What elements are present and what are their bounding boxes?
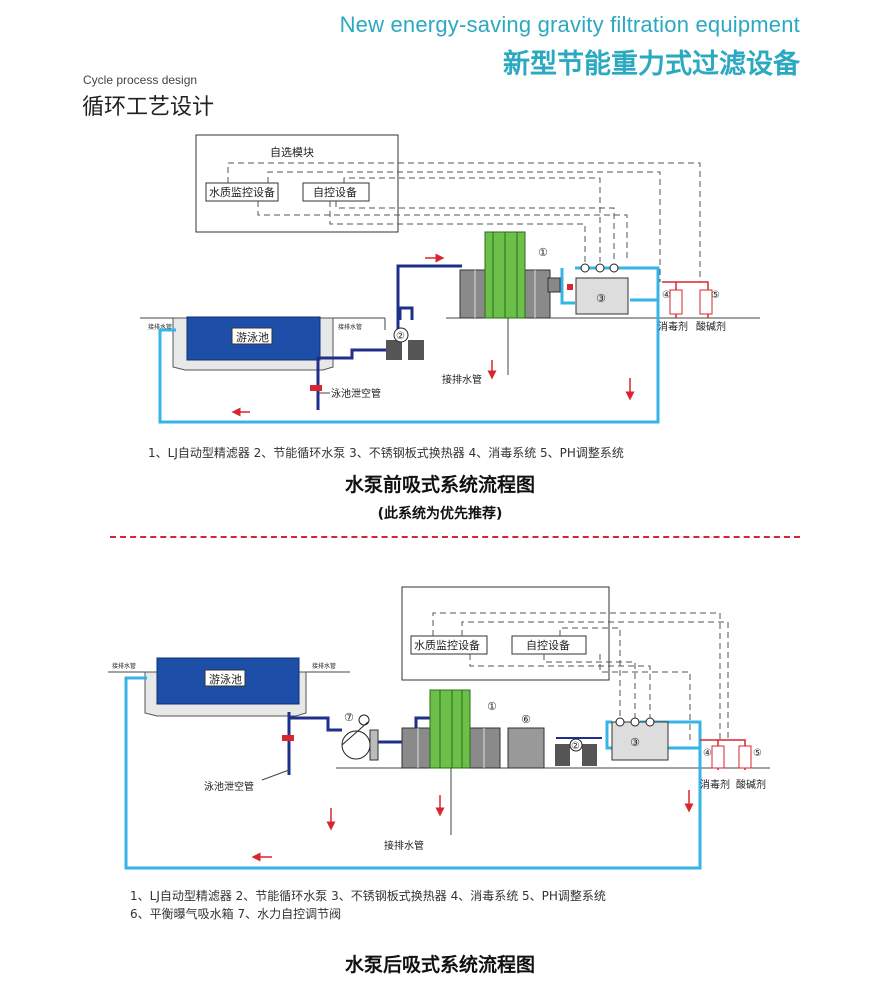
suction-pipe-2 — [287, 712, 342, 732]
balance-tank-6 — [507, 727, 545, 769]
diagram-1-title: 水泵前吸式系统流程图 — [344, 474, 535, 496]
section-separator — [110, 536, 800, 538]
pump-2-b — [555, 737, 602, 766]
svg-text:⑦: ⑦ — [344, 711, 354, 724]
filter-1 — [459, 231, 561, 319]
diagram-2-legend-line1: 1、LJ自动型精滤器 2、节能循环水泵 3、不锈钢板式换热器 4、消毒系统 5、… — [130, 889, 606, 903]
disinfectant-label: 消毒剂 — [658, 320, 688, 333]
svg-text:②: ② — [396, 331, 405, 342]
water-quality-label: 水质监控设备 — [209, 185, 275, 199]
svg-text:③: ③ — [596, 292, 606, 305]
acid-alkali-label-2: 酸碱剂 — [736, 778, 766, 791]
heat-exchanger-3-b — [611, 721, 669, 761]
dosing-systems-2 — [700, 739, 752, 770]
filter-1-b — [401, 689, 501, 769]
diagram-1-subtitle: (此系统为优先推荐) — [377, 506, 503, 522]
auto-control-label-2: 自控设备 — [526, 638, 570, 652]
dosing-systems — [662, 281, 713, 318]
auto-control-label: 自控设备 — [313, 185, 357, 199]
svg-text:⑤: ⑤ — [753, 748, 762, 759]
suction-pipe — [316, 348, 383, 368]
diagram-1-front-suction: 自选模块 水质监控设备 自控设备 游泳池 接排水管 接排水管 ② — [140, 134, 760, 424]
empty-pipe-label-2: 泳池泄空管 — [204, 780, 254, 793]
signal-lines — [227, 162, 701, 282]
control-module-box-2 — [401, 586, 610, 681]
drain-right-label: 接排水管 — [338, 323, 362, 331]
drain-right-label-2: 接排水管 — [312, 662, 336, 670]
pool-label-2: 游泳池 — [209, 672, 242, 686]
header-title-cn: 新型节能重力式过滤设备 — [503, 49, 800, 80]
svg-text:①: ① — [538, 246, 548, 259]
drain-left-label: 接排水管 — [148, 323, 172, 331]
svg-text:⑤: ⑤ — [711, 290, 720, 301]
pump-2 — [386, 327, 424, 360]
drain-pipe-label: 接排水管 — [442, 373, 482, 386]
svg-text:⑥: ⑥ — [521, 713, 531, 726]
drain-left-label-2: 接排水管 — [112, 662, 136, 670]
svg-text:③: ③ — [630, 736, 640, 749]
section-title-en: Cycle process design — [83, 73, 198, 87]
water-quality-box — [205, 182, 279, 202]
svg-text:④: ④ — [703, 748, 712, 759]
svg-text:④: ④ — [662, 290, 671, 301]
diagram-2-rear-suction: 水质监控设备 自控设备 游泳池 接排水管 接排水管 ⑦ — [108, 586, 770, 870]
return-pipe — [158, 266, 660, 424]
header-title-en: New energy-saving gravity filtration equ… — [339, 12, 800, 37]
empty-pipe-label: 泳池泄空管 — [331, 387, 381, 400]
regulating-valve-7 — [341, 714, 379, 761]
section-title-cn: 循环工艺设计 — [82, 95, 215, 120]
diagram-1-legend: 1、LJ自动型精滤器 2、节能循环水泵 3、不锈钢板式换热器 4、消毒系统 5、… — [148, 446, 624, 460]
svg-text:①: ① — [487, 700, 497, 713]
acid-alkali-label: 酸碱剂 — [696, 320, 726, 333]
return-pipe-2 — [124, 676, 702, 870]
water-quality-label-2: 水质监控设备 — [414, 638, 480, 652]
svg-text:②: ② — [571, 741, 580, 752]
diagram-2-legend-line2: 6、平衡曝气吸水箱 7、水力自控调节阀 — [130, 907, 342, 921]
signal-lines-2 — [432, 612, 729, 740]
control-module-label: 自选模块 — [270, 146, 314, 159]
diagram-2-title: 水泵后吸式系统流程图 — [344, 954, 535, 976]
pool-label: 游泳池 — [236, 330, 269, 344]
disinfectant-label-2: 消毒剂 — [700, 778, 730, 791]
drain-pipe-label-2: 接排水管 — [384, 839, 424, 852]
heat-exchanger-3 — [575, 277, 629, 315]
